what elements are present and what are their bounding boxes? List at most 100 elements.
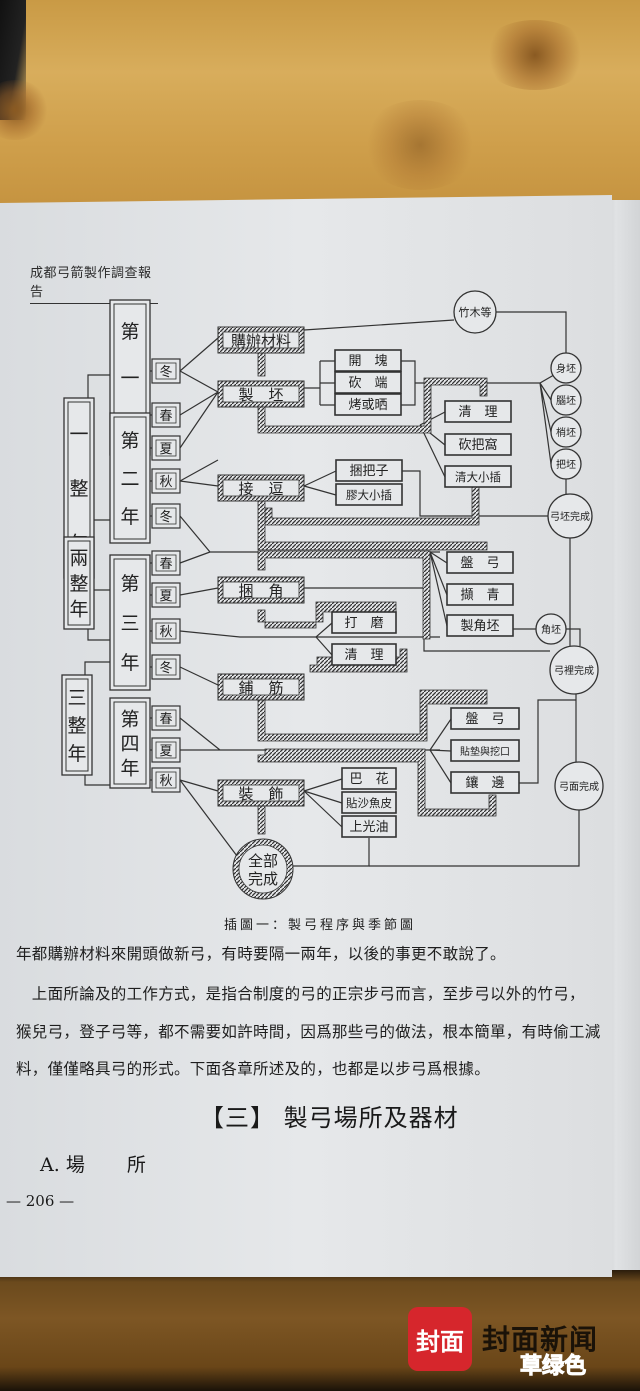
result-circle: 腦坯 [550, 384, 582, 416]
season-label: 冬 [159, 660, 172, 676]
sub-step-box: 貼墊與挖口 [450, 739, 520, 762]
sub-step-box: 開 塊 [334, 349, 402, 372]
season-box: 冬 [151, 503, 181, 529]
body-paragraph-line: 料，僅僅略具弓的形式。下面各章所述及的，也都是以步弓爲根據。 [16, 1060, 491, 1078]
sub-step-label: 開 塊 [348, 353, 387, 369]
wooden-desk-top [0, 0, 640, 240]
result-circle: 竹木等 [453, 290, 497, 334]
sub-step-box: 清大小插 [444, 465, 512, 488]
subsection-word: 場 [65, 1154, 85, 1176]
vertical-box-char: 年 [120, 506, 139, 528]
year-box: 第四年 [109, 697, 151, 789]
sub-step-box: 清 理 [331, 643, 397, 666]
season-box: 春 [151, 402, 181, 428]
vertical-box-char: 整 [67, 715, 86, 737]
result-circle-label: 弓坯完成 [550, 510, 590, 523]
season-label: 冬 [159, 509, 172, 525]
main-step-label: 接 逗 [238, 480, 283, 498]
season-box: 冬 [151, 358, 181, 384]
sub-step-box: 膠大小插 [335, 483, 403, 506]
sub-step-label: 烤或晒 [348, 398, 387, 413]
result-circle-label: 角坯 [541, 624, 561, 636]
sub-step-label: 砍把窩 [458, 437, 497, 453]
main-step-label: 捆 角 [238, 582, 283, 600]
season-label: 秋 [159, 475, 172, 490]
season-label: 夏 [159, 589, 172, 604]
sub-step-box: 烤或晒 [334, 393, 402, 416]
sub-step-label: 砍 端 [348, 376, 387, 391]
connector-lines [84, 311, 581, 867]
season-box: 冬 [151, 654, 181, 680]
main-step-box: 接 逗 [217, 474, 305, 502]
sub-step-label: 製角坯 [460, 619, 499, 634]
page-number: — 206 — [6, 1192, 75, 1210]
vertical-box-char: 第 [120, 708, 139, 730]
sub-step-label: 貼沙魚皮 [346, 796, 392, 810]
result-circle-label: 腦坯 [556, 394, 576, 407]
vertical-box-char: 四 [120, 733, 139, 755]
main-step-label: 鋪 筋 [238, 679, 283, 697]
period-box: 兩整年 [63, 536, 95, 630]
main-step-label: 購辦材料 [231, 332, 291, 350]
figure-caption: 插圖一：製弓程序與季節圖 [223, 918, 416, 933]
running-head: 成都弓箭製作調查報告 [30, 262, 158, 304]
season-label: 春 [159, 712, 172, 727]
vertical-box-char: 整 [69, 478, 88, 500]
season-label: 春 [159, 409, 172, 424]
wooden-desk-bottom [0, 1270, 640, 1391]
result-circle: 弓裡完成 [549, 645, 599, 695]
season-label: 秋 [159, 774, 172, 789]
sub-step-box: 砍 端 [334, 371, 402, 394]
sub-step-box: 擷 青 [446, 583, 514, 606]
period-box: 三整年 [61, 674, 93, 776]
result-circle-label: 弓裡完成 [554, 664, 594, 677]
year-box: 第二年 [109, 412, 151, 544]
vertical-box-char: 一 [69, 423, 88, 445]
sub-step-label: 清 理 [344, 648, 383, 663]
vertical-box-char: 年 [120, 652, 139, 674]
sub-step-box: 盤 弓 [450, 707, 520, 730]
vertical-box-char: 三 [67, 687, 86, 709]
vertical-box-char: 第 [120, 430, 139, 452]
result-circle: 把坯 [550, 448, 582, 480]
sub-step-label: 上光油 [349, 820, 388, 835]
vertical-box-char: 第 [120, 321, 139, 343]
main-step-box: 製 坯 [217, 380, 305, 408]
section-heading: 【三】 製弓場所及器材 [200, 1104, 459, 1132]
sub-step-box: 盤 弓 [446, 551, 514, 574]
result-circle-label: 梢坯 [556, 426, 576, 439]
main-step-box: 鋪 筋 [217, 673, 305, 701]
final-label-line2: 完成 [248, 870, 278, 888]
sub-step-box: 貼沙魚皮 [341, 791, 397, 814]
sub-step-box: 巴 花 [341, 767, 397, 790]
vertical-box-char: 二 [120, 468, 139, 490]
body-paragraph-line: 猴兒弓，登子弓等，都不需要如許時間，因爲那些弓的做法，根本簡單，有時偷工減 [16, 1023, 601, 1041]
subsection-word: 所 [126, 1154, 146, 1176]
season-box: 春 [151, 705, 181, 731]
sub-step-box: 捆把子 [335, 459, 403, 482]
main-step-label: 裝 飾 [238, 785, 283, 803]
season-label: 冬 [159, 364, 172, 380]
sub-step-label: 貼墊與挖口 [460, 745, 510, 758]
sub-step-label: 鑲 邊 [465, 775, 504, 791]
season-box: 秋 [151, 618, 181, 644]
result-circle: 弓坯完成 [547, 493, 593, 539]
sub-step-label: 清 理 [458, 405, 497, 420]
vertical-box-char: 兩 [69, 548, 88, 570]
subsection-letter: A. [40, 1154, 60, 1176]
result-circle-label: 弓面完成 [559, 780, 599, 793]
result-circle-label: 身坯 [556, 362, 576, 375]
vertical-box-char: 年 [67, 743, 86, 765]
season-label: 夏 [159, 442, 172, 457]
vertical-box-char: 年 [120, 758, 139, 780]
vertical-box-char: 一 [120, 368, 139, 390]
result-circle: 梢坯 [550, 416, 582, 448]
season-box: 秋 [151, 767, 181, 793]
sub-step-label: 打 磨 [344, 616, 383, 631]
sub-step-box: 鑲 邊 [450, 771, 520, 794]
watermark-overlay-text: 草绿色 [519, 1354, 587, 1380]
main-step-label: 製 坯 [238, 386, 283, 404]
sub-step-box: 清 理 [444, 400, 512, 423]
